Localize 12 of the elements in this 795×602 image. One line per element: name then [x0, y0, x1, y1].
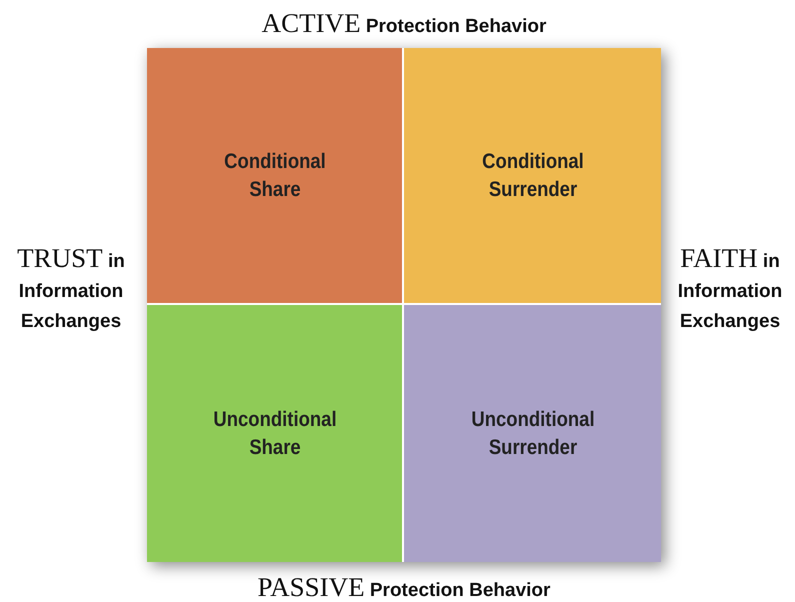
quadrant-label: Unconditional Share [212, 406, 338, 460]
axis-label: FAITH in Information Exchanges [676, 244, 784, 334]
quadrant-label: Unconditional Surrender [470, 406, 596, 460]
quadrant [404, 305, 661, 562]
quadrant-label: Conditional Share [222, 148, 326, 202]
quadrant-label: Conditional Surrender [480, 148, 584, 202]
quadrant [404, 48, 661, 303]
quadrant [147, 305, 402, 562]
axis-label: PASSIVE Protection Behavior [256, 571, 552, 602]
axis-label: TRUST in Information Exchanges [16, 244, 126, 334]
quadrant [147, 48, 402, 303]
axis-label: ACTIVE Protection Behavior [260, 7, 548, 40]
